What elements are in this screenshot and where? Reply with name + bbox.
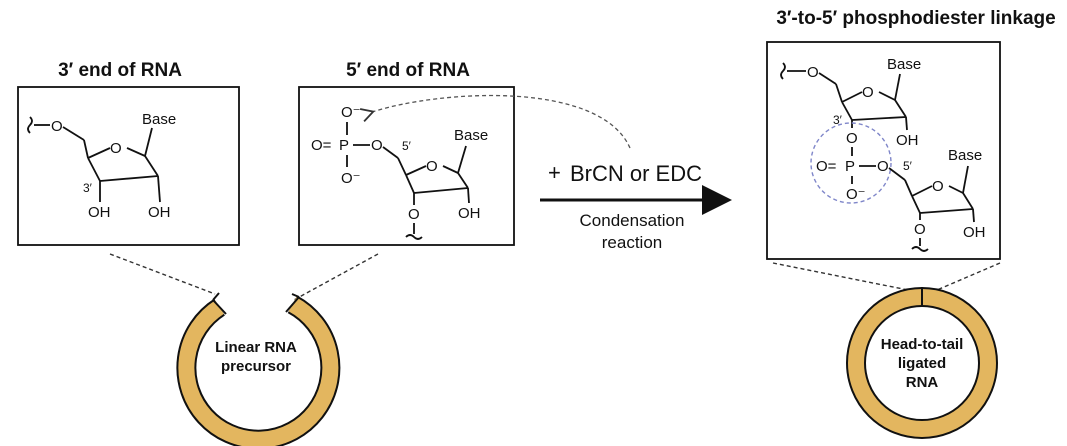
- linear-rna-label-1: Linear RNA: [215, 339, 297, 356]
- linear-rna-ring: [176, 292, 341, 446]
- right-o-eq: O=: [816, 158, 837, 175]
- ligated-rna-ring: [846, 287, 998, 439]
- right-oh2: OH: [963, 224, 986, 241]
- left-panel-box: [17, 86, 240, 246]
- left-panel-title: 3′ end of RNA: [58, 60, 182, 81]
- left-sugar-structure: O O Base 3′ OH OH: [27, 111, 176, 221]
- left-ring-o: O: [110, 140, 122, 157]
- mid-phosphorus: P: [339, 137, 349, 154]
- right-o-minus: O⁻: [846, 186, 866, 203]
- right-phosphorus: P: [845, 158, 855, 175]
- mid-o-minus-top: O⁻: [341, 104, 361, 121]
- right-o-3-lower: O: [914, 221, 926, 238]
- left-oh-2: OH: [148, 204, 171, 221]
- reagent-label: BrCN or EDC: [570, 161, 702, 186]
- ligated-rna-label-2: ligated: [898, 355, 946, 372]
- right-base1-label: Base: [887, 56, 921, 73]
- mid-o-3: O: [408, 206, 420, 223]
- right-dinucleotide-structure: O O Base OH 3′ O O= P O O⁻ 5′ O: [780, 56, 986, 252]
- right-o-5: O: [877, 158, 889, 175]
- linear-rna-label-2: precursor: [221, 358, 291, 375]
- zoom-line-right-2: [936, 262, 1001, 291]
- zoom-line-left-1: [109, 253, 216, 295]
- right-5prime-label: 5′: [903, 159, 913, 173]
- right-ring2-o: O: [932, 178, 944, 195]
- left-base-label: Base: [142, 111, 176, 128]
- left-oh-3: OH: [88, 204, 111, 221]
- condensation-caption-1: Condensation: [580, 211, 685, 230]
- plus-sign: +: [548, 160, 561, 185]
- right-base2-label: Base: [948, 147, 982, 164]
- right-panel-box: [766, 41, 1001, 260]
- mid-o-minus-bottom: O⁻: [341, 170, 361, 187]
- ligated-rna-label-3: RNA: [906, 374, 939, 391]
- ligated-rna-label-1: Head-to-tail: [881, 336, 964, 353]
- mid-o-eq: O=: [311, 137, 332, 154]
- right-3prime-label: 3′: [833, 113, 843, 127]
- left-o-label: O: [51, 118, 63, 135]
- middle-panel-title: 5′ end of RNA: [346, 60, 470, 81]
- condensation-caption-2: reaction: [602, 233, 662, 252]
- mid-ring-o: O: [426, 158, 438, 175]
- right-panel-title: 3′-to-5′ phosphodiester linkage: [776, 8, 1055, 29]
- right-o-top: O: [807, 64, 819, 81]
- right-ring1-o: O: [862, 84, 874, 101]
- attack-arrow: [372, 94, 631, 149]
- left-3prime-label: 3′: [83, 181, 93, 195]
- middle-panel-box: [298, 86, 515, 246]
- mid-base-label: Base: [454, 127, 488, 144]
- zoom-line-right-1: [772, 262, 909, 291]
- right-oh1: OH: [896, 132, 919, 149]
- mid-o-bridge: O: [371, 137, 383, 154]
- mid-5prime-label: 5′: [402, 139, 412, 153]
- mid-oh-2: OH: [458, 205, 481, 222]
- right-o-3: O: [846, 130, 858, 147]
- zoom-line-left-2: [291, 253, 379, 302]
- middle-sugar-structure: O⁻ O= P O O⁻ 5′ O Base O OH: [311, 104, 488, 240]
- linkage-highlight-circle: [810, 122, 892, 204]
